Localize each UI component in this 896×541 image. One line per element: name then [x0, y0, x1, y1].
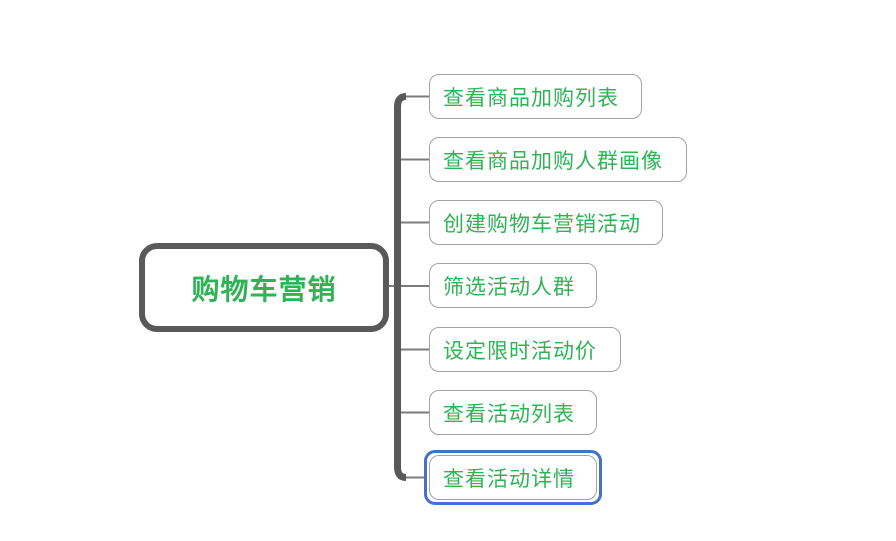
branch-node-label: 查看活动详情	[443, 466, 575, 491]
branch-node-5[interactable]: 设定限时活动价	[429, 327, 621, 372]
branch-node-label: 设定限时活动价	[443, 338, 597, 363]
branch-node-label: 查看商品加购列表	[443, 85, 619, 110]
branch-node-1[interactable]: 查看商品加购列表	[429, 74, 642, 119]
root-node[interactable]: 购物车营销	[139, 243, 389, 332]
branch-node-label: 筛选活动人群	[443, 274, 575, 299]
branch-node-label: 查看活动列表	[443, 401, 575, 426]
branch-node-7-selected[interactable]: 查看活动详情	[424, 450, 602, 505]
branch-node-3[interactable]: 创建购物车营销活动	[429, 200, 663, 245]
trunk-line	[394, 93, 407, 481]
branch-node-2[interactable]: 查看商品加购人群画像	[429, 137, 687, 182]
branch-node-label: 查看商品加购人群画像	[443, 148, 663, 173]
branch-node-label: 创建购物车营销活动	[443, 211, 641, 236]
branch-node-4[interactable]: 筛选活动人群	[429, 263, 597, 308]
root-node-label: 购物车营销	[191, 274, 337, 306]
branch-node-6[interactable]: 查看活动列表	[429, 390, 597, 435]
